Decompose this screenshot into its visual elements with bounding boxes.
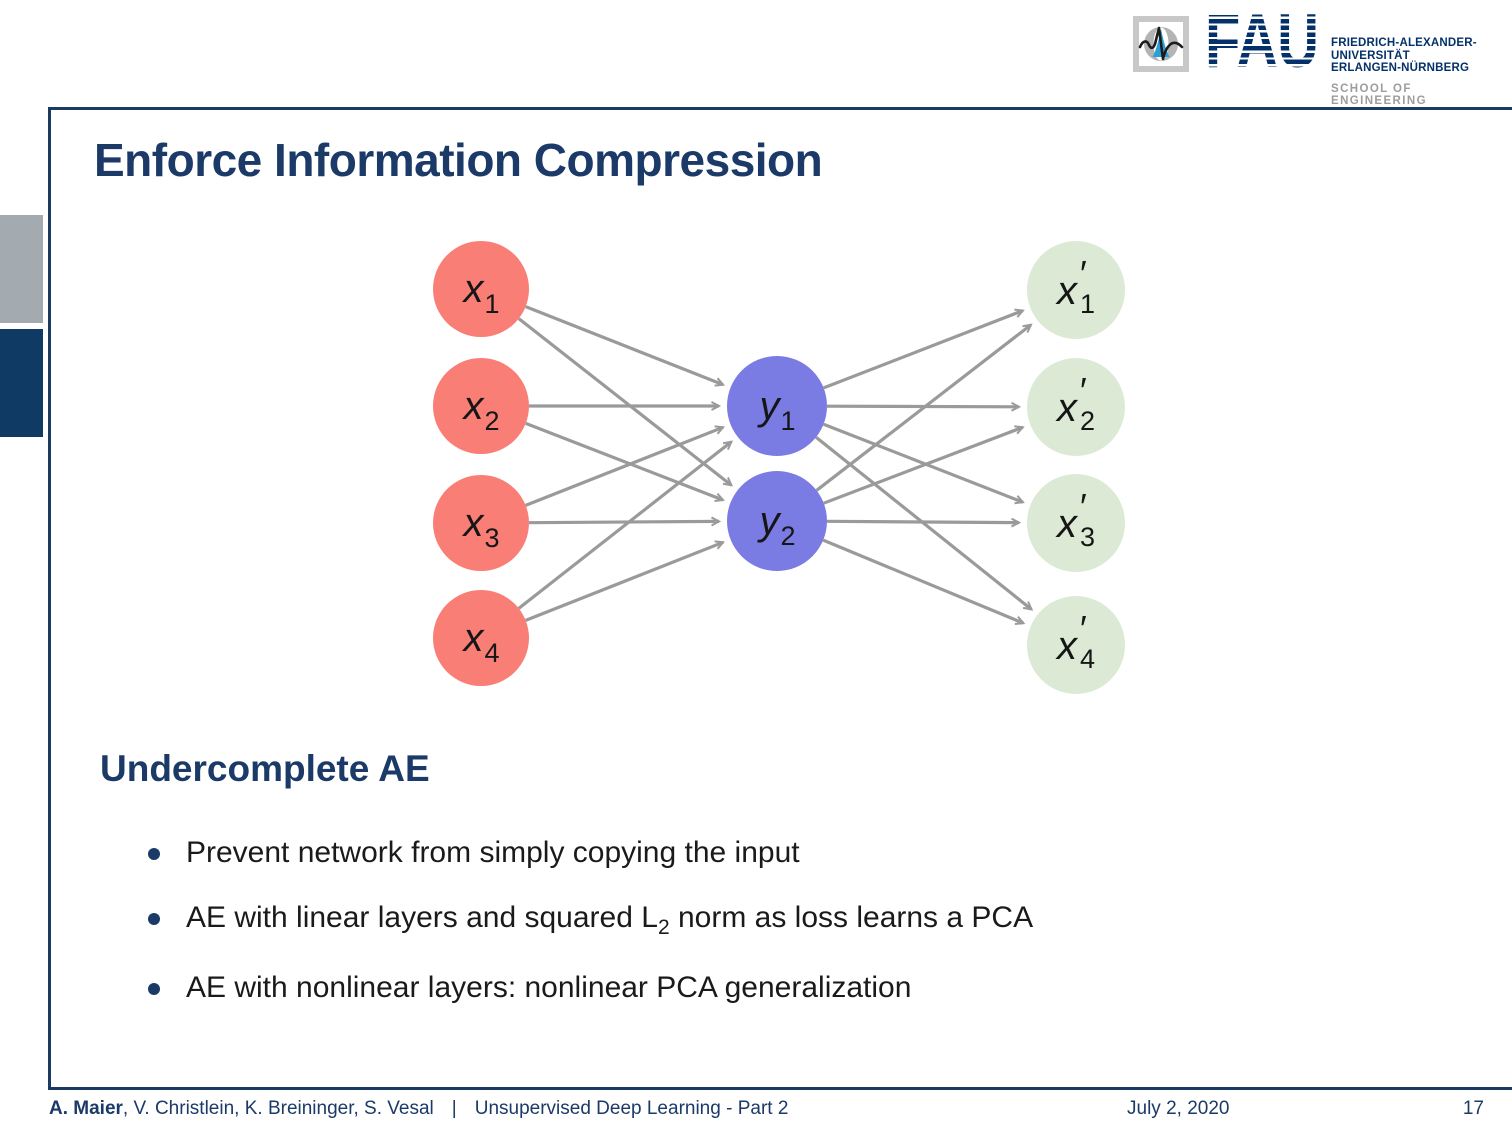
- school-name: SCHOOL OF ENGINEERING: [1331, 82, 1427, 107]
- sidebar-tab-gray: [0, 215, 43, 323]
- node-hidden-2: y2: [727, 471, 827, 571]
- node-input-4: x4: [433, 590, 529, 686]
- node-output-4: x′4: [1027, 596, 1125, 694]
- footer-authors-rest: , V. Christlein, K. Breininger, S. Vesal: [122, 1098, 434, 1119]
- edge: [822, 538, 1026, 625]
- page-number: 17: [1462, 1098, 1484, 1119]
- bullet-list: Prevent network from simply copying the …: [148, 836, 1388, 1036]
- footer-date: July 2, 2020: [1127, 1098, 1230, 1119]
- university-line: UNIVERSITÄT: [1331, 49, 1410, 62]
- fau-logo-stripes: [1205, 12, 1330, 74]
- node-label: x1: [463, 266, 500, 319]
- frame-border-left: [48, 107, 51, 1090]
- node-label: x′1: [1057, 253, 1096, 319]
- edge: [815, 323, 1033, 492]
- fau-logo: FAU: [1205, 4, 1330, 80]
- node-input-3: x3: [433, 475, 529, 571]
- bullet-item: AE with linear layers and squared L2 nor…: [148, 901, 1388, 940]
- node-label: x′2: [1057, 370, 1096, 436]
- node-label: x′4: [1057, 608, 1096, 674]
- node-output-1: x′1: [1027, 241, 1125, 339]
- node-output-2: x′2: [1027, 358, 1125, 456]
- edge: [525, 425, 726, 507]
- node-output-3: x′3: [1027, 474, 1125, 572]
- node-input-1: x1: [433, 241, 529, 337]
- node-label: y1: [759, 383, 796, 436]
- university-line: ERLANGEN-NÜRNBERG: [1331, 62, 1470, 74]
- edge: [525, 305, 726, 387]
- frame-border-top: [48, 107, 1512, 110]
- edge: [525, 540, 726, 622]
- node-label: y2: [759, 498, 796, 551]
- node-input-2: x2: [433, 358, 529, 454]
- footer-authors-course: A. Maier, V. Christlein, K. Breininger, …: [49, 1098, 788, 1120]
- bullet-dot-icon: [148, 848, 160, 860]
- node-label: x2: [463, 383, 500, 436]
- footer-author-bold: A. Maier: [49, 1098, 123, 1119]
- bullet-dot-icon: [148, 983, 160, 995]
- university-line: FRIEDRICH-ALEXANDER-: [1331, 37, 1477, 49]
- edge: [826, 401, 1022, 412]
- pattern-recognition-lab-logo-icon: [1133, 16, 1189, 72]
- sidebar-tab-navy: [0, 329, 43, 437]
- edge: [815, 435, 1034, 611]
- node-label: x3: [463, 500, 500, 553]
- node-label: x4: [463, 615, 500, 668]
- section-heading: Undercomplete AE: [100, 748, 430, 789]
- footer-course: Unsupervised Deep Learning - Part 2: [474, 1098, 789, 1119]
- edge: [823, 425, 1025, 505]
- edge: [528, 516, 722, 527]
- edge: [826, 517, 1022, 528]
- edge: [517, 440, 734, 610]
- footer-separator: |: [451, 1098, 457, 1119]
- footer: A. Maier, V. Christlein, K. Breininger, …: [0, 1090, 1512, 1130]
- bullet-dot-icon: [148, 913, 160, 925]
- page-title: Enforce Information Compression: [94, 134, 823, 186]
- university-name: FRIEDRICH-ALEXANDER- UNIVERSITÄT ERLANGE…: [1331, 37, 1512, 107]
- edge: [823, 308, 1025, 390]
- node-hidden-1: y1: [727, 356, 827, 456]
- bullet-item: Prevent network from simply copying the …: [148, 836, 1388, 870]
- frame-border-bottom: [48, 1087, 1512, 1090]
- edge: [517, 317, 734, 487]
- edge: [525, 421, 725, 503]
- node-label: x′3: [1057, 486, 1096, 552]
- edge: [822, 422, 1025, 505]
- bullet-item: AE with nonlinear layers: nonlinear PCA …: [148, 971, 1388, 1005]
